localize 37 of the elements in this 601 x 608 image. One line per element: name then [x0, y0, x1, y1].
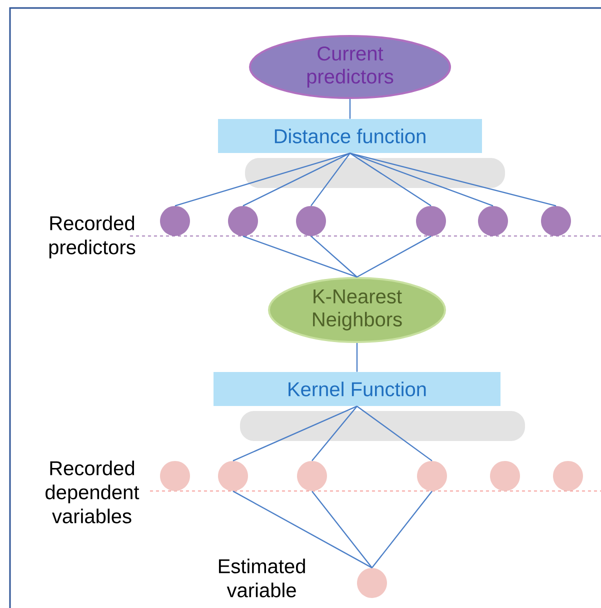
data-point	[160, 206, 190, 236]
connector-line	[350, 152, 556, 206]
row-label: Recorded predictors	[49, 216, 136, 258]
data-point	[218, 461, 248, 491]
connector-line	[356, 236, 432, 278]
node-caption: Estimated variable	[218, 558, 305, 598]
connector-line	[242, 236, 358, 278]
connector-line	[356, 406, 432, 462]
data-point	[416, 206, 446, 236]
data-point	[490, 461, 520, 491]
row-label: Recorded dependent variables	[46, 460, 140, 524]
ellipse-node: K-Nearest Neighbors	[268, 277, 446, 343]
data-point	[541, 206, 571, 236]
connector-line	[350, 152, 494, 206]
connector-line	[310, 152, 350, 206]
function-box: Distance function	[218, 119, 482, 153]
data-point	[160, 461, 190, 491]
data-point	[357, 568, 387, 598]
ellipse-node: Current predictors	[249, 35, 451, 99]
connector-line	[310, 236, 358, 278]
connector-line	[356, 343, 358, 372]
connector-line	[372, 490, 432, 568]
connector-line	[312, 406, 358, 462]
data-point	[228, 206, 258, 236]
connector-line	[232, 490, 372, 568]
data-point	[553, 461, 583, 491]
connector-line	[232, 406, 358, 462]
data-point	[297, 461, 327, 491]
connector-line	[349, 99, 351, 119]
function-box: Kernel Function	[214, 372, 500, 406]
connector-line	[350, 152, 432, 206]
data-point	[296, 206, 326, 236]
data-point	[478, 206, 508, 236]
connector-line	[174, 152, 350, 206]
connector-line	[312, 490, 372, 568]
connector-line	[242, 152, 350, 206]
data-point	[417, 461, 447, 491]
